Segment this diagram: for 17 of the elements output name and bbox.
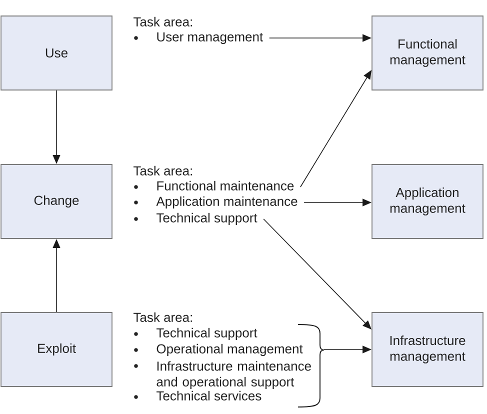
list-item: Operational management (156, 344, 303, 356)
process-box: Infrastructure management (372, 312, 484, 387)
list-heading: Task area: (134, 312, 192, 322)
list-item: Technical support (156, 328, 258, 340)
process-box: Functional management (372, 16, 484, 90)
list-item: Application maintenance (156, 196, 298, 209)
list-heading: Task area: (134, 16, 192, 26)
list-item: Technical support (156, 212, 258, 226)
process-box: Exploit (0, 312, 112, 387)
list-item: User management (157, 32, 263, 44)
process-box: Use (0, 16, 112, 90)
list-item: Technical services (156, 390, 262, 400)
process-box: Application management (372, 164, 484, 239)
list-item: Infrastructure maintenance and operational support (156, 361, 311, 390)
list-item: Functional maintenance (157, 180, 294, 190)
list-heading: Task area: (134, 166, 192, 176)
process-box: Change (0, 164, 112, 239)
